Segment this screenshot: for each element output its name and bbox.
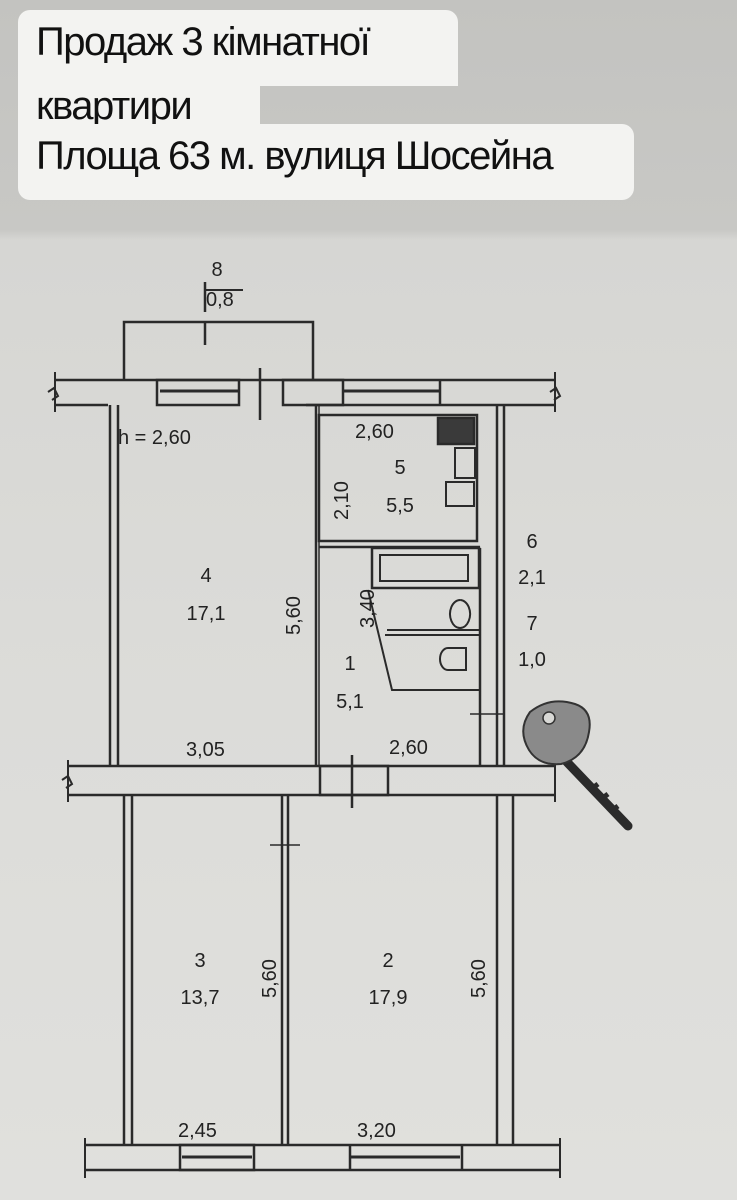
room-8-number: 8 xyxy=(211,259,222,281)
caption-line-3: Площа 63 м. вулиця Шосейна xyxy=(18,124,634,200)
room-7-number: 7 xyxy=(526,613,537,635)
room-6-number: 6 xyxy=(526,531,537,553)
room-7-area: 1,0 xyxy=(518,649,546,671)
walls xyxy=(47,282,562,1178)
room-2-area: 17,9 xyxy=(369,987,408,1009)
room-3-number: 3 xyxy=(194,950,205,972)
hall-depth-dim: 3,40 xyxy=(357,589,379,628)
room-4-depth-dim: 5,60 xyxy=(283,596,305,635)
room-5-number: 5 xyxy=(394,457,405,479)
room-1-number: 1 xyxy=(344,653,355,675)
room-1-area: 5,1 xyxy=(336,691,364,713)
room-5-area: 5,5 xyxy=(386,495,414,517)
room-4-width-dim: 3,05 xyxy=(186,739,225,761)
balcony-outline xyxy=(122,320,315,380)
room-3-depth-dim: 5,60 xyxy=(259,959,281,998)
caption-line-1: Продаж 3 кімнатної xyxy=(18,10,458,86)
room-3-width-dim: 2,45 xyxy=(178,1120,217,1142)
room-3-area: 13,7 xyxy=(181,987,220,1009)
room-6-area: 2,1 xyxy=(518,567,546,589)
room-2-width-dim: 3,20 xyxy=(357,1120,396,1142)
room-4-area: 17,1 xyxy=(187,603,226,625)
room-4-number: 4 xyxy=(200,565,211,587)
hall-width-dim: 2,60 xyxy=(389,737,428,759)
ceiling-height: h = 2,60 xyxy=(118,427,191,449)
kitchen-width-dim: 2,60 xyxy=(355,421,394,443)
room-8-area: 0,8 xyxy=(206,289,234,311)
kitchen-depth-dim: 2,10 xyxy=(331,481,353,520)
room-2-depth-dim: 5,60 xyxy=(468,959,490,998)
key-icon xyxy=(522,700,633,831)
room-2-number: 2 xyxy=(382,950,393,972)
